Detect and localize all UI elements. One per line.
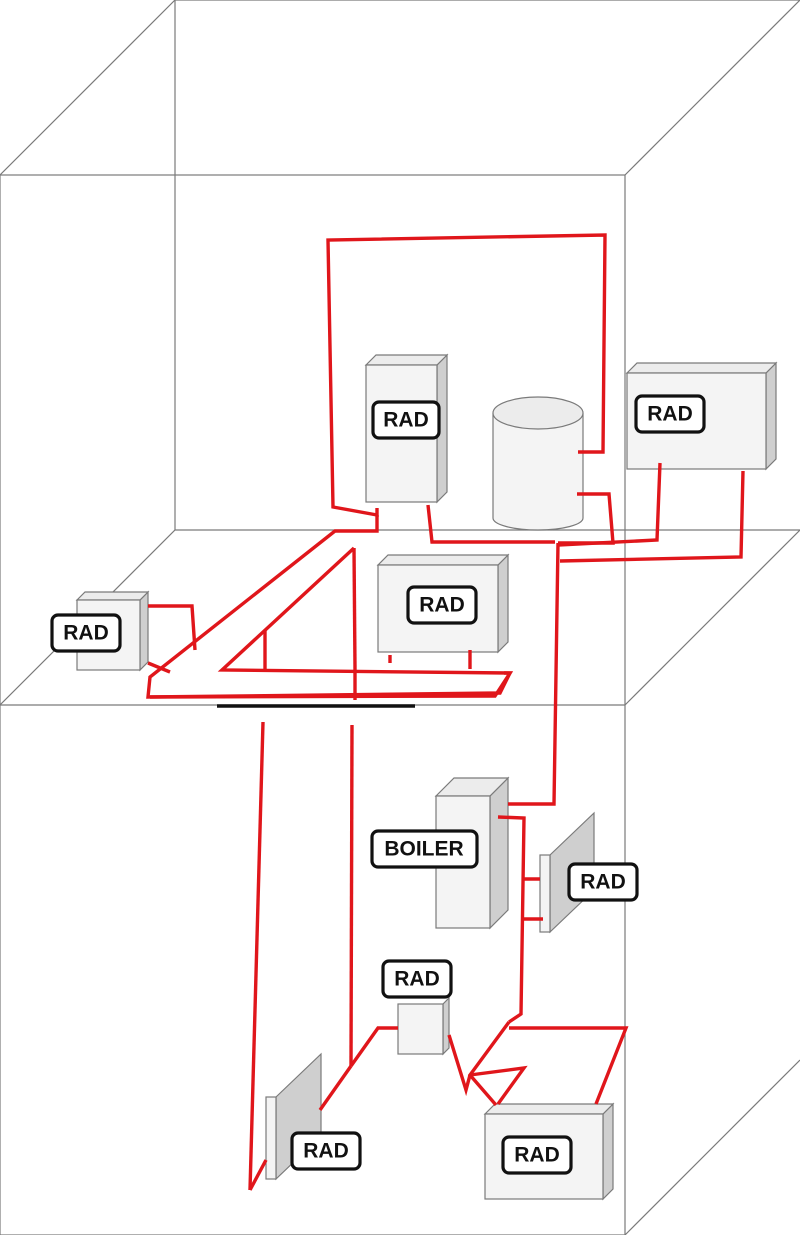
label-boiler: BOILER — [370, 829, 479, 869]
label-rad-lower-right: RAD — [501, 1135, 573, 1175]
label-text: RAD — [514, 1144, 560, 1167]
label-text: RAD — [63, 622, 109, 645]
radiator-lower-center — [397, 996, 450, 1056]
label-rad-upper-right: RAD — [634, 394, 706, 434]
label-text: RAD — [303, 1140, 349, 1163]
label-text: RAD — [419, 594, 465, 617]
label-rad-lower-right-wall: RAD — [567, 862, 639, 902]
label-text: RAD — [647, 403, 693, 426]
label-text: RAD — [580, 871, 626, 894]
boiler-unit — [434, 776, 510, 930]
label-rad-upper-center: RAD — [371, 400, 441, 440]
label-text: BOILER — [384, 838, 463, 861]
label-text: RAD — [383, 409, 429, 432]
label-text: RAD — [394, 968, 440, 991]
label-rad-lower-left: RAD — [290, 1131, 362, 1171]
hot-water-cylinder — [492, 396, 584, 531]
pipework — [146, 233, 745, 1191]
label-rad-mid-center: RAD — [406, 585, 478, 625]
label-rad-lower-center: RAD — [381, 959, 453, 999]
label-rad-mid-left: RAD — [50, 613, 122, 653]
